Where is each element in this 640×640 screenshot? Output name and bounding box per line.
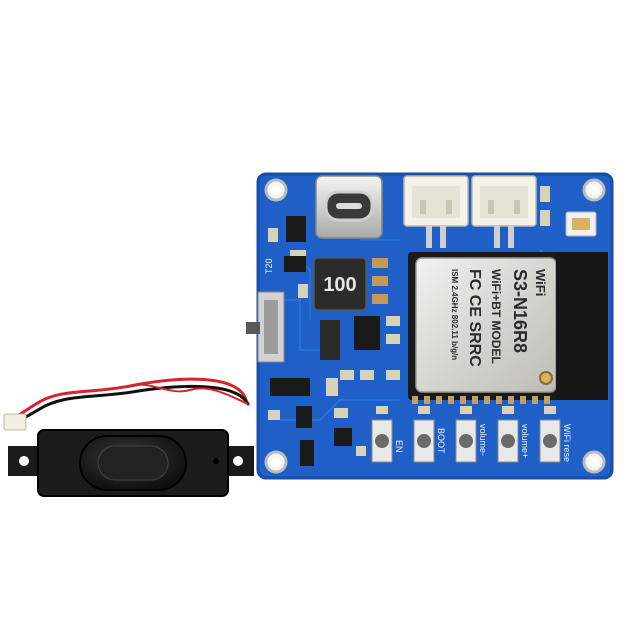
esp32-module: WiFi S3-N16R8 WiFi+BT MODEL FC CE SRRC I… — [408, 252, 608, 404]
power-components — [270, 258, 400, 396]
label-boot: BOOT — [436, 428, 446, 454]
button-row: EN BOOT volume- volume+ WiFi rese — [371, 419, 572, 463]
ufl-antenna-connector — [539, 371, 553, 385]
smd-components-bottom — [268, 406, 556, 466]
inductor-marking: 100 — [323, 274, 356, 296]
label-volume-plus: volume+ — [520, 424, 530, 458]
speaker-wires — [12, 377, 250, 424]
small-ic: T20 — [264, 256, 306, 274]
en-button[interactable] — [371, 419, 393, 463]
module-castellations — [412, 396, 550, 404]
wifi-reset-button[interactable] — [539, 419, 561, 463]
mounting-holes — [264, 178, 606, 474]
chip-silk-label: T20 — [264, 258, 274, 274]
module-line1: WiFi+BT MODEL — [489, 269, 503, 364]
jst-connector-right — [471, 175, 537, 248]
speaker — [8, 429, 254, 497]
power-inductor: 100 — [313, 257, 367, 311]
boot-button[interactable] — [413, 419, 435, 463]
jst-connector-left — [403, 175, 469, 248]
label-wifi-reset: WiFi rese — [562, 424, 572, 462]
module-spec: ISM 2.4GHz 802.11 b/g/n — [450, 269, 459, 360]
smd-components-top — [268, 186, 597, 298]
volume-minus-button[interactable] — [455, 419, 477, 463]
label-en: EN — [394, 440, 404, 453]
label-volume-minus: volume- — [478, 424, 488, 456]
volume-plus-button[interactable] — [497, 419, 519, 463]
module-model: S3-N16R8 — [510, 269, 530, 353]
module-brand: WiFi — [533, 269, 548, 296]
module-cert: FC CE SRRC — [466, 269, 483, 367]
slide-switch — [246, 291, 285, 363]
usb-c-connector — [315, 175, 383, 239]
wire-connector — [3, 413, 27, 431]
